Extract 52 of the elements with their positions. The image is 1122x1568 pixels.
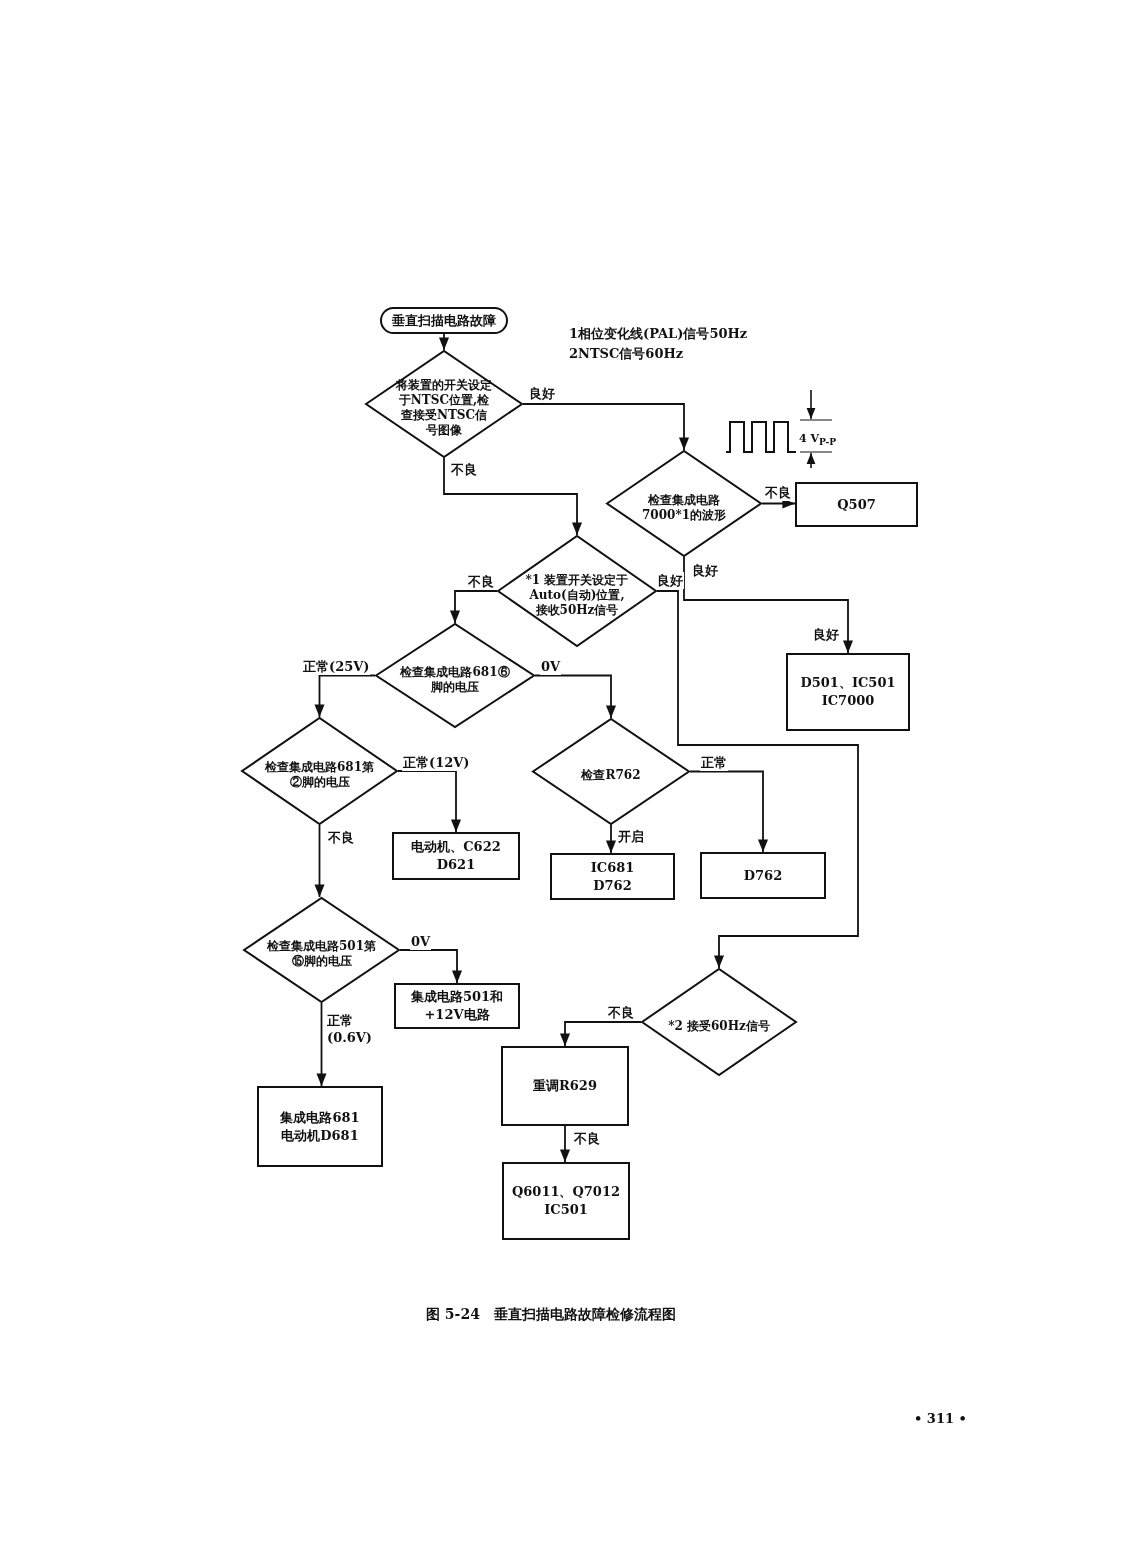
branch-label: 良好 <box>812 626 840 643</box>
edge-label: 良好 <box>656 572 684 589</box>
decision-diamond: 检查R762 <box>532 718 690 825</box>
edge-label: 不良 <box>467 573 495 590</box>
decision-diamond: *2 接受60Hz信号 <box>641 968 797 1076</box>
edge-label: 不良 <box>573 1130 601 1147</box>
arrow <box>438 333 450 351</box>
process-box: D762 <box>700 852 826 899</box>
process-box: Q507 <box>795 482 918 527</box>
edge-label: 不良 <box>764 484 792 501</box>
decision-diamond: *1 装置开关设定于Auto(自动)位置,接收50Hz信号 <box>497 535 657 647</box>
arrow <box>559 1021 642 1047</box>
edge-label: 良好 <box>528 385 556 402</box>
process-box: 集成电路501和+12V电路 <box>394 983 520 1029</box>
arrow <box>316 1002 327 1087</box>
arrow <box>522 403 690 451</box>
edge-label: 正常(12V) <box>402 754 471 771</box>
edge-label: 正常 <box>700 754 728 771</box>
edge-label: 正常(25V) <box>302 658 371 675</box>
edge-label: 0V <box>410 933 432 950</box>
arrow <box>314 824 325 898</box>
process-box: IC681 D762 <box>550 853 675 900</box>
edge-label: 0V <box>540 658 562 675</box>
arrow <box>397 770 462 833</box>
decision-diamond: 检查集成电路681⑥脚的电压 <box>375 623 535 728</box>
process-box: 电动机、C622 D621 <box>392 832 520 880</box>
edge-label: 良好 <box>691 562 719 579</box>
process-box: Q6011、Q7012 IC501 <box>502 1162 630 1240</box>
figure-caption: 图 5-24 垂直扫描电路故障检修流程图 <box>425 1306 677 1323</box>
edge-label: 不良 <box>327 829 355 846</box>
decision-diamond: 检查集成电路501第⑮脚的电压 <box>243 897 400 1003</box>
arrow <box>683 556 854 654</box>
decision-diamond: 检查集成电路7000*1的波形 <box>606 450 762 557</box>
arrow <box>443 457 583 536</box>
arrow <box>559 1125 571 1163</box>
arrow <box>605 824 617 854</box>
start-terminal: 垂直扫描电路故障 <box>380 307 508 334</box>
process-box: 集成电路681 电动机D681 <box>257 1086 383 1167</box>
process-box: D501、IC501 IC7000 <box>786 653 910 731</box>
edge-label: 不良 <box>450 461 478 478</box>
edge-label: 开启 <box>617 828 645 845</box>
arrow <box>689 770 769 853</box>
note-text: 2NTSC信号60Hz <box>568 345 685 362</box>
process-box: 重调R629 <box>501 1046 629 1126</box>
arrow <box>314 674 376 718</box>
decision-diamond: 检查集成电路681第②脚的电压 <box>241 717 398 825</box>
arrow <box>399 949 463 984</box>
arrow <box>534 674 617 719</box>
edge-label: 不良 <box>607 1004 635 1021</box>
arrow <box>656 590 859 969</box>
arrow <box>449 590 498 624</box>
note-text: 1相位变化线(PAL)信号50Hz <box>568 325 749 342</box>
